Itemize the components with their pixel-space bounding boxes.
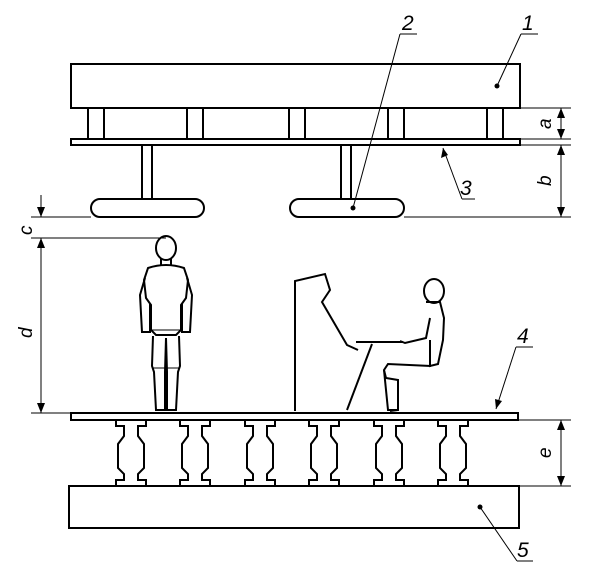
callout-1: 1	[522, 12, 534, 35]
dimension-b	[404, 144, 571, 218]
callout-4: 4	[517, 325, 529, 348]
callout-3: 3	[460, 177, 472, 200]
leader-5	[477, 504, 533, 562]
callout-2: 2	[401, 12, 414, 35]
dimension-d	[31, 250, 71, 414]
base-foundation-5	[68, 485, 520, 529]
leader-4	[495, 346, 533, 410]
seated-person-figure	[382, 278, 446, 412]
platform-4	[70, 412, 519, 421]
dim-label-d: d	[16, 326, 37, 338]
dim-label-c: c	[16, 225, 37, 235]
dim-label-e: e	[535, 447, 556, 458]
leader-1	[494, 33, 538, 89]
dimension-a	[520, 107, 571, 140]
leader-2	[350, 33, 417, 211]
callout-5: 5	[517, 539, 529, 562]
dimension-e	[518, 419, 571, 487]
dim-label-a: a	[535, 118, 556, 129]
hanging-support-right	[289, 145, 405, 218]
dimension-c	[31, 195, 166, 250]
hanging-support-left	[90, 145, 205, 218]
operator-console	[294, 272, 403, 411]
upper-mount-posts	[87, 108, 504, 139]
ceiling-plate-3	[70, 138, 521, 146]
support-pad-2	[289, 198, 405, 218]
leader-3	[441, 147, 475, 200]
upper-housing-1	[70, 63, 521, 109]
dim-label-b: b	[535, 175, 556, 186]
vibration-isolators	[115, 420, 469, 487]
standing-person-figure	[138, 235, 194, 411]
